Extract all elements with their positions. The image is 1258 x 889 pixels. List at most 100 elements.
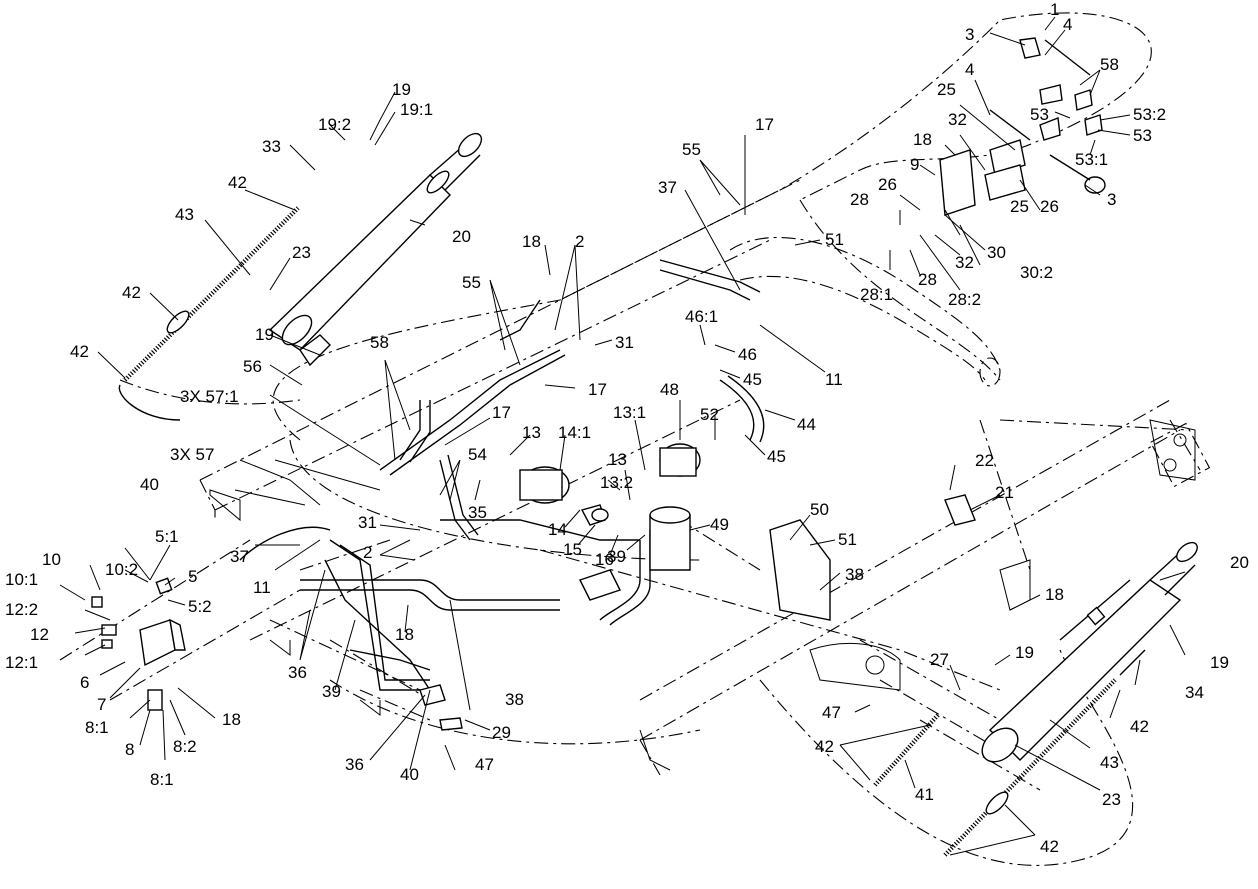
label-48: 48 bbox=[660, 380, 679, 399]
valve-block-left bbox=[91, 577, 186, 711]
label-26-b: 26 bbox=[1040, 197, 1059, 216]
label-28-a: 28 bbox=[850, 190, 869, 209]
label-23-left: 23 bbox=[292, 243, 311, 262]
label-25-top: 25 bbox=[937, 80, 956, 99]
label-8: 8 bbox=[125, 740, 134, 759]
label-22: 22 bbox=[975, 451, 994, 470]
label-50: 50 bbox=[810, 500, 829, 519]
hydraulic-tubes bbox=[239, 259, 765, 691]
label-38-left: 38 bbox=[505, 690, 524, 709]
label-8-1-a: 8:1 bbox=[85, 718, 109, 737]
label-4-mid: 4 bbox=[965, 60, 974, 79]
label-19-1: 19:1 bbox=[400, 100, 433, 119]
label-28-1: 28:1 bbox=[860, 285, 893, 304]
label-56: 56 bbox=[243, 357, 262, 376]
label-43-top: 43 bbox=[175, 205, 194, 224]
label-15: 15 bbox=[563, 540, 582, 559]
label-45-b: 45 bbox=[767, 447, 786, 466]
label-5: 5 bbox=[188, 567, 197, 586]
label-14: 14 bbox=[548, 520, 567, 539]
label-37-top: 37 bbox=[658, 178, 677, 197]
label-10-2: 10:2 bbox=[105, 560, 138, 579]
label-14-1: 14:1 bbox=[558, 423, 591, 442]
label-5-1: 5:1 bbox=[155, 527, 179, 546]
label-40-left: 40 bbox=[140, 475, 159, 494]
rear-plate-and-couplers bbox=[939, 37, 1106, 216]
label-18-right: 18 bbox=[1045, 585, 1064, 604]
label-53-b: 53 bbox=[1133, 126, 1152, 145]
label-13-b: 13 bbox=[608, 450, 627, 469]
label-37-left: 37 bbox=[230, 547, 249, 566]
label-28-2: 28:2 bbox=[948, 290, 981, 309]
label-18-left: 18 bbox=[222, 710, 241, 729]
label-45-a: 45 bbox=[743, 370, 762, 389]
label-3-right: 3 bbox=[1107, 190, 1116, 209]
label-39-right: 39 bbox=[607, 547, 626, 566]
label-20-right: 20 bbox=[1230, 553, 1249, 572]
label-10: 10 bbox=[42, 550, 61, 569]
label-26-a: 26 bbox=[878, 175, 897, 194]
label-36-left: 36 bbox=[288, 663, 307, 682]
label-42-low: 42 bbox=[70, 342, 89, 361]
lift-cylinder-right bbox=[981, 541, 1198, 763]
label-44: 44 bbox=[797, 415, 816, 434]
label-53-a: 53 bbox=[1030, 105, 1049, 124]
label-20-left: 20 bbox=[452, 227, 471, 246]
label-3x57: 3X 57 bbox=[170, 445, 214, 464]
label-6: 6 bbox=[80, 673, 89, 692]
label-46-1: 46:1 bbox=[685, 307, 718, 326]
label-53-2: 53:2 bbox=[1133, 105, 1166, 124]
label-8-2: 8:2 bbox=[173, 737, 197, 756]
label-55-left: 55 bbox=[462, 273, 481, 292]
label-17-low: 17 bbox=[492, 403, 511, 422]
label-36-low: 36 bbox=[345, 755, 364, 774]
label-40-low: 40 bbox=[400, 765, 419, 784]
label-27: 27 bbox=[930, 650, 949, 669]
label-19-right-b: 19 bbox=[1210, 653, 1229, 672]
label-13-2: 13:2 bbox=[600, 473, 633, 492]
label-31-top: 31 bbox=[615, 333, 634, 352]
label-11-left: 11 bbox=[253, 578, 271, 597]
label-32-b: 32 bbox=[955, 253, 974, 272]
label-42-mid: 42 bbox=[122, 283, 141, 302]
label-18-low: 18 bbox=[395, 625, 414, 644]
label-23-right: 23 bbox=[1102, 790, 1121, 809]
label-51-b: 51 bbox=[838, 530, 857, 549]
label-34: 34 bbox=[1185, 683, 1204, 702]
label-53-1: 53:1 bbox=[1075, 150, 1108, 169]
label-42-right-b: 42 bbox=[1130, 717, 1149, 736]
label-7: 7 bbox=[97, 695, 106, 714]
label-13-a: 13 bbox=[522, 423, 541, 442]
label-21: 21 bbox=[995, 483, 1014, 502]
label-18-mid: 18 bbox=[522, 232, 541, 251]
label-3x57-1: 3X 57:1 bbox=[180, 387, 239, 406]
label-42-right-a: 42 bbox=[815, 737, 834, 756]
label-47-right: 47 bbox=[822, 703, 841, 722]
label-52: 52 bbox=[700, 405, 719, 424]
label-55-top: 55 bbox=[682, 140, 701, 159]
label-51-top: 51 bbox=[825, 230, 844, 249]
label-49: 49 bbox=[710, 515, 729, 534]
label-46: 46 bbox=[738, 345, 757, 364]
label-35: 35 bbox=[468, 503, 487, 522]
label-30: 30 bbox=[987, 243, 1006, 262]
label-2-top: 2 bbox=[575, 232, 584, 251]
label-2-low: 2 bbox=[363, 543, 372, 562]
part-labels: 1 3 4 58 53 53:2 53 53:1 3 4 25 32 18 9 … bbox=[5, 0, 1249, 856]
label-10-1: 10:1 bbox=[5, 570, 38, 589]
label-17-top: 17 bbox=[755, 115, 774, 134]
label-42-right-c: 42 bbox=[1040, 837, 1059, 856]
label-8-1-b: 8:1 bbox=[150, 770, 174, 789]
label-18-top: 18 bbox=[913, 130, 932, 149]
pump-and-filter bbox=[519, 443, 701, 571]
hose-guard-springs bbox=[118, 206, 1146, 857]
lower-parts bbox=[419, 494, 976, 731]
frame-outline bbox=[59, 12, 1211, 866]
label-13-1: 13:1 bbox=[613, 403, 646, 422]
label-43-right: 43 bbox=[1100, 753, 1119, 772]
label-16: 16 bbox=[595, 550, 614, 569]
label-11-top: 11 bbox=[825, 370, 843, 389]
label-47-left: 47 bbox=[475, 755, 494, 774]
label-42-top: 42 bbox=[228, 173, 247, 192]
